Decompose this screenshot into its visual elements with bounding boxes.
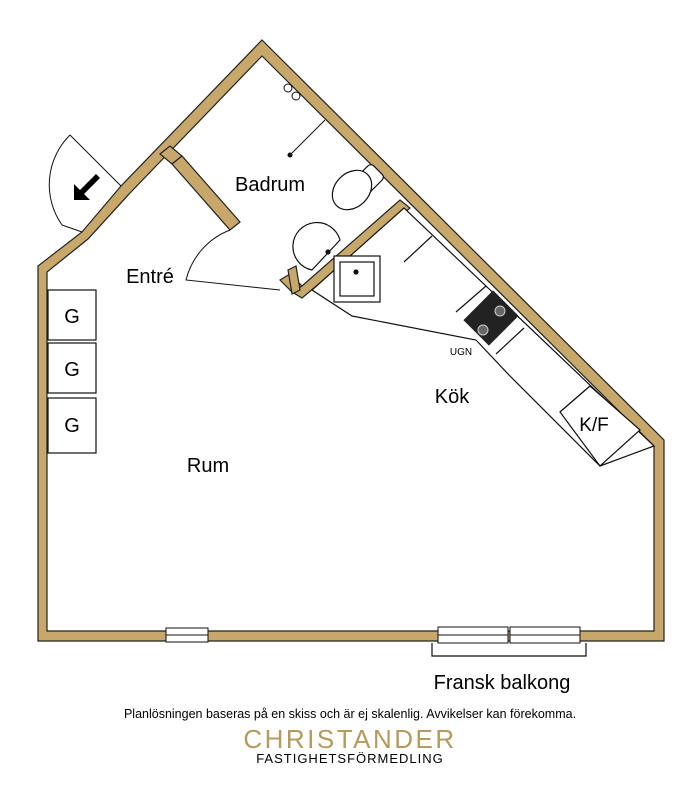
shower-icon <box>283 83 326 158</box>
room-label-rum: Rum <box>187 455 229 477</box>
room-label-badrum: Badrum <box>235 174 305 196</box>
wardrobes <box>47 289 97 454</box>
entrance-door <box>48 134 122 233</box>
oven-label: UGN <box>450 347 472 358</box>
wardrobe-2 <box>47 342 97 394</box>
brand-tagline: FASTIGHETSFÖRMEDLING <box>256 751 444 766</box>
wardrobe-3 <box>47 397 97 454</box>
toilet-icon <box>331 164 384 211</box>
wardrobe-label-2: G <box>64 359 80 381</box>
wardrobe-1 <box>47 289 97 341</box>
fridge-freezer-label: K/F <box>579 415 609 436</box>
outer-walls <box>37 39 665 642</box>
fridge-freezer <box>559 385 641 467</box>
windows <box>165 626 581 644</box>
wardrobe-label-1: G <box>64 306 80 328</box>
stove-icon <box>463 290 519 346</box>
brand-logo: CHRISTANDER <box>243 724 457 754</box>
balcony-label: Fransk balkong <box>434 672 571 694</box>
interior-walls <box>159 145 411 299</box>
disclaimer-text: Planlösningen baseras på en skiss och är… <box>123 707 577 721</box>
room-label-entre: Entré <box>126 266 174 288</box>
balcony-railing <box>431 643 587 657</box>
entrance-arrow-icon <box>74 174 100 200</box>
room-label-kok: Kök <box>435 386 470 408</box>
bathroom-sink-icon <box>292 221 341 271</box>
kitchen-sink-icon <box>333 255 381 303</box>
wardrobe-label-3: G <box>64 415 80 437</box>
bathroom-door <box>185 229 281 291</box>
